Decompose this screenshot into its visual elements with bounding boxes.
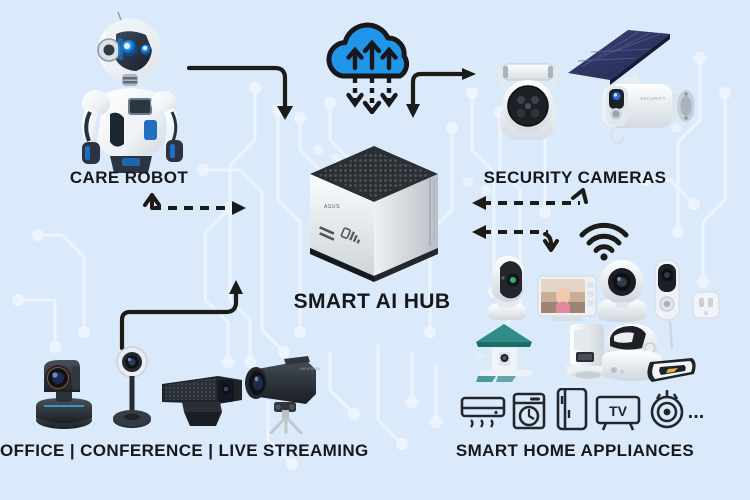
smart-ai-hub-label: SMART AI HUB <box>293 290 451 313</box>
washing-machine-icon <box>512 392 546 430</box>
robot-vacuum-icon <box>650 390 684 429</box>
ptz-dome-camera-image <box>493 63 563 140</box>
svg-text:ASUS: ASUS <box>324 204 340 210</box>
smart-plug-image <box>692 291 720 319</box>
office-conference-label: OFFICE | CONFERENCE | LIVE STREAMING <box>0 441 369 460</box>
solar-bullet-camera-image: SECURITY <box>568 30 694 144</box>
wifi-icon <box>579 222 629 261</box>
arrow-cameras-to-hub-dashed <box>472 188 588 210</box>
arrow-home-to-hub-dashed <box>472 225 559 252</box>
companion-robot-image <box>602 320 696 382</box>
video-doorbell-image <box>654 259 680 321</box>
television-icon: TV <box>595 395 641 431</box>
pet-feeder-image <box>566 324 610 382</box>
arrow-robot-to-hub <box>186 65 293 120</box>
tripod-bullet-camera-image: HIKVISION <box>245 356 320 434</box>
arrow-office-to-hub <box>119 280 243 351</box>
bird-feeder-camera-image <box>473 324 532 382</box>
appliance-icons-row: TV ... <box>460 388 705 431</box>
svg-text:HIKVISION: HIKVISION <box>300 366 320 371</box>
smart-home-appliances-label: SMART HOME APPLIANCES <box>455 441 695 460</box>
refrigerator-icon <box>556 388 588 431</box>
cloud-icon <box>326 22 410 114</box>
baby-monitor-display-image <box>537 275 597 321</box>
air-conditioner-icon <box>460 396 506 428</box>
arrow-cloud-to-cameras <box>406 68 476 118</box>
care-robot-image <box>82 11 183 173</box>
more-icon: ... <box>688 401 705 423</box>
indoor-security-camera-image <box>488 256 526 320</box>
svg-text:SECURITY: SECURITY <box>640 96 666 101</box>
ptz-conference-camera-image <box>36 360 92 429</box>
care-robot-label: CARE ROBOT <box>69 168 189 187</box>
ring-light-webcam-image <box>113 346 151 428</box>
pan-tilt-camera-image <box>598 260 646 322</box>
video-conference-bar-image <box>162 376 242 426</box>
smart-ai-hub-image: ASUS <box>310 146 438 282</box>
arrow-hub-to-robot-dashed <box>143 193 246 215</box>
security-cameras-label: SECURITY CAMERAS <box>483 168 667 187</box>
tv-icon-text: TV <box>609 403 628 419</box>
